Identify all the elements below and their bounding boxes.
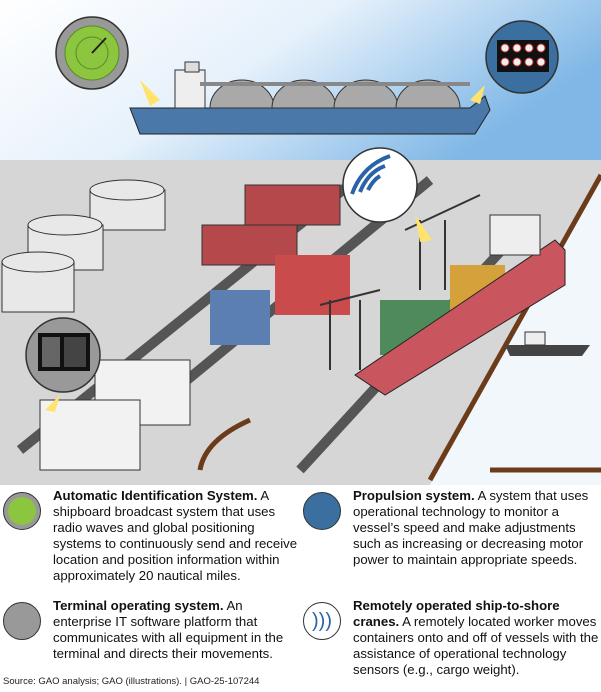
legend-description: A shipboard broadcast system that uses r… xyxy=(53,488,298,583)
legend-description: A remotely located worker moves containe… xyxy=(353,614,599,677)
source-note: Source: GAO analysis; GAO (illustrations… xyxy=(3,676,260,687)
legend-ais: Automatic Identification System. A shipb… xyxy=(3,488,299,584)
shoreline xyxy=(197,417,252,471)
propulsion-monitor-icon xyxy=(303,492,341,530)
wireless-signal-icon: ))) xyxy=(303,602,341,640)
lng-carrier-ship xyxy=(129,61,491,135)
warehouses xyxy=(201,184,341,266)
legend-propulsion: Propulsion system. A system that uses op… xyxy=(303,488,601,568)
ais-radar-callout xyxy=(55,16,160,106)
legend-cranes: ))) Remotely operated ship-to-shore cran… xyxy=(303,598,601,678)
terminal-os-callout xyxy=(25,317,101,412)
tugboat xyxy=(505,331,590,356)
propulsion-monitor-callout xyxy=(470,20,559,104)
crane-signal-callout xyxy=(342,147,432,242)
terminal-monitor-icon xyxy=(3,602,41,640)
legend-title: Terminal operating system. xyxy=(53,598,224,613)
legend-description: An enterprise IT software platform that … xyxy=(53,598,284,661)
legend-description: A system that uses operational technolog… xyxy=(353,488,589,567)
port-illustration xyxy=(0,0,601,485)
legend-title: Automatic Identification System. xyxy=(53,488,258,503)
office-buildings xyxy=(39,359,191,471)
legend-title: Remotely operated ship-to-shore cranes. xyxy=(353,598,560,629)
container-ship xyxy=(354,214,566,396)
radar-icon xyxy=(3,492,41,530)
legend-terminal-os: Terminal operating system. An enterprise… xyxy=(3,598,299,662)
quay-edge xyxy=(427,173,601,482)
legend-title: Propulsion system. xyxy=(353,488,475,503)
storage-tanks xyxy=(1,179,166,313)
